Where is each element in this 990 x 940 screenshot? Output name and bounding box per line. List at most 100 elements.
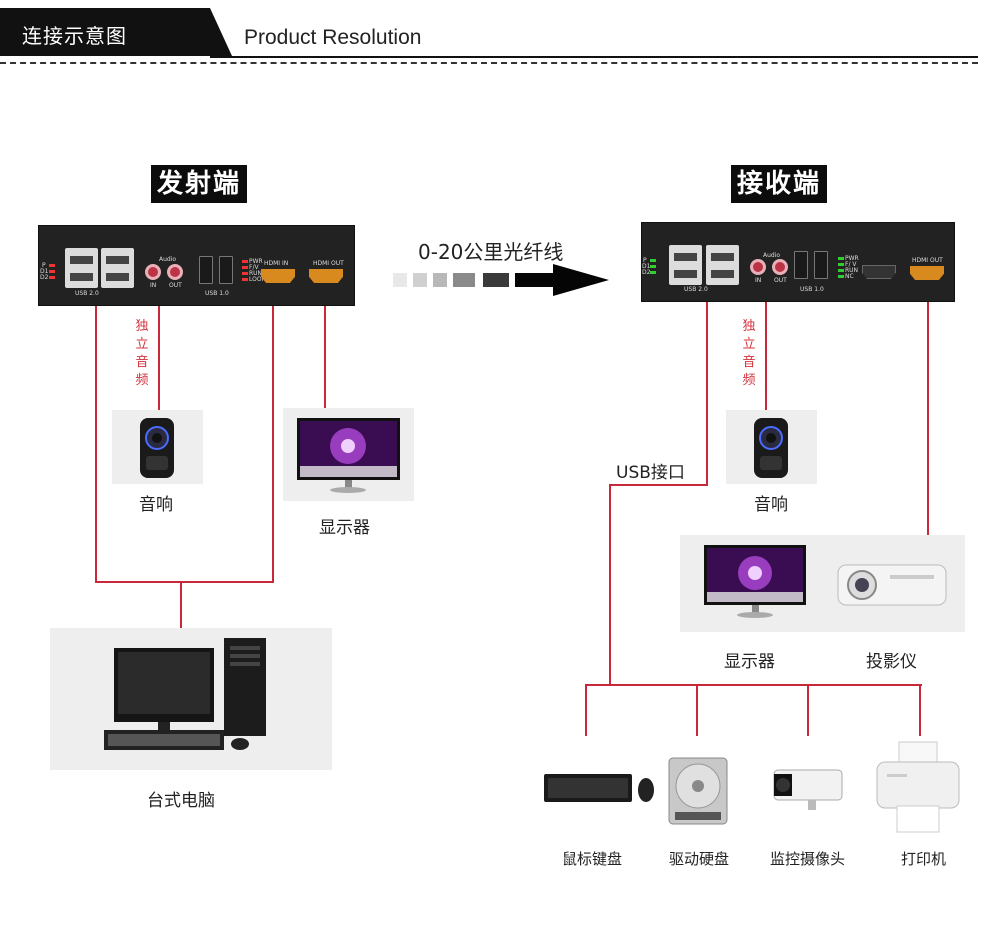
audio-out-label: OUT <box>169 282 182 289</box>
status-led-2 <box>242 266 248 269</box>
header-dashed-divider <box>0 62 978 64</box>
led-label-d1: D1 <box>40 268 49 275</box>
rx-hdmi-out-label: HDMI OUT <box>912 257 943 264</box>
line-tx-hdmi-out <box>324 306 326 408</box>
hard-drive-label: 驱动硬盘 <box>669 850 730 868</box>
rx-led-d2 <box>650 271 656 274</box>
header-title-en: Product Resolution <box>244 26 422 49</box>
rx-status-led-1 <box>838 257 844 260</box>
line-tx-hdmi-in <box>272 306 274 583</box>
rx-hdmi-out-port <box>910 266 944 280</box>
transmitter-device: P D1 D2 USB 2.0 Audio IN OUT USB 1.0 PWR… <box>38 225 355 306</box>
rx-led-label-d1: D1 <box>642 263 651 270</box>
usb-port-pair-1 <box>65 248 98 288</box>
keyboard-mouse-icon <box>544 774 654 802</box>
usb-interface-label: USB接口 <box>616 463 685 483</box>
line-tx-audio <box>158 306 160 410</box>
line-rx-audio <box>765 302 767 410</box>
led-label-d2: D2 <box>40 274 49 281</box>
left-speaker-icon <box>140 418 174 478</box>
usb1-slot-1 <box>199 256 213 284</box>
usb1-slot-2 <box>219 256 233 284</box>
left-speaker-panel <box>112 410 203 484</box>
transmitter-title: 发射端 <box>151 165 248 203</box>
status-led-1 <box>242 260 248 263</box>
led-label-p: P <box>42 262 46 269</box>
rx-status-led-2 <box>838 263 844 266</box>
rx-usb1-slot-1 <box>794 251 808 279</box>
usb1-label: USB 1.0 <box>205 290 229 297</box>
line-rx-hdmi-out <box>927 302 929 535</box>
line-rx-camera <box>807 684 809 736</box>
hdmi-in-label: HDMI IN <box>264 260 289 267</box>
security-camera-icon <box>773 769 843 810</box>
fiber-arrow-icon <box>393 264 609 296</box>
left-audio-vertical-label: 独立音频 <box>135 319 149 388</box>
line-rx-usb-bus <box>585 684 922 686</box>
left-monitor-label: 显示器 <box>319 518 370 538</box>
header-title-cn: 连接示意图 <box>22 24 127 48</box>
led-d2 <box>49 276 55 279</box>
line-rx-hdd <box>696 684 698 736</box>
hard-drive-icon <box>668 757 728 825</box>
rx-audio-label: Audio <box>763 252 781 259</box>
status-led-4 <box>242 278 248 281</box>
hdmi-out-port <box>309 269 343 283</box>
rx-status-label-pwr: PWR <box>845 255 859 262</box>
rx-audio-out-label: OUT <box>774 277 787 284</box>
left-monitor-icon <box>297 418 400 493</box>
rx-audio-in-jack <box>750 259 766 275</box>
desktop-pc-panel <box>50 628 332 770</box>
fiber-link-label: 0-20公里光纤线 <box>418 240 564 264</box>
status-label-fv: F/V <box>249 264 259 271</box>
rx-status-led-4 <box>838 275 844 278</box>
rx-usb-port-pair-1 <box>669 245 702 285</box>
right-speaker-panel <box>726 410 817 484</box>
hdmi-out-label: HDMI OUT <box>313 260 344 267</box>
keyboard-mouse-label: 鼠标键盘 <box>562 850 623 868</box>
audio-label: Audio <box>159 256 177 263</box>
status-label-loop: LOOP <box>249 276 266 283</box>
receiver-title: 接收端 <box>731 165 828 203</box>
right-monitor-label: 显示器 <box>724 652 775 672</box>
desktop-pc-label: 台式电脑 <box>147 791 215 811</box>
line-rx-usb-upper <box>706 302 708 486</box>
rx-audio-out-jack <box>772 259 788 275</box>
line-tx-pc <box>180 583 182 628</box>
line-tx-bottom <box>95 581 274 583</box>
header-tab <box>0 8 232 56</box>
line-rx-printer <box>919 684 921 736</box>
right-speaker-icon <box>754 418 788 478</box>
printer-label: 打印机 <box>901 850 947 868</box>
line-rx-usb-jog <box>609 484 708 486</box>
usb2-label: USB 2.0 <box>75 290 99 297</box>
rx-led-label-d2: D2 <box>642 269 651 276</box>
security-camera-label: 监控摄像头 <box>770 850 846 868</box>
right-speaker-label: 音响 <box>754 495 788 515</box>
hdmi-in-port <box>261 269 295 283</box>
line-rx-keyboard <box>585 684 587 736</box>
line-tx-usb <box>95 306 97 583</box>
rx-led-d1 <box>650 265 656 268</box>
audio-out-jack <box>167 264 183 280</box>
right-monitor-icon <box>704 545 947 618</box>
right-audio-vertical-label: 独立音频 <box>742 319 756 388</box>
rx-usb1-label: USB 1.0 <box>800 286 824 293</box>
rx-led-p <box>650 259 656 262</box>
led-p <box>49 264 55 267</box>
usb-port-pair-2 <box>101 248 134 288</box>
rx-hdmi-in-port <box>862 265 896 279</box>
rx-status-label-run: RUN <box>845 267 859 274</box>
rx-led-label-p: P <box>643 257 647 264</box>
led-d1 <box>49 270 55 273</box>
audio-in-label: IN <box>150 282 157 289</box>
rx-usb1-slot-2 <box>814 251 828 279</box>
status-label-run: RUN <box>249 270 263 277</box>
rx-status-label-nc: NC <box>845 273 854 280</box>
header-tab-shape <box>0 8 232 56</box>
rx-usb-port-pair-2 <box>706 245 739 285</box>
left-monitor-panel <box>283 408 414 501</box>
printer-icon <box>876 741 960 833</box>
header-underline <box>210 56 978 58</box>
status-label-pwr: PWR <box>249 258 263 265</box>
